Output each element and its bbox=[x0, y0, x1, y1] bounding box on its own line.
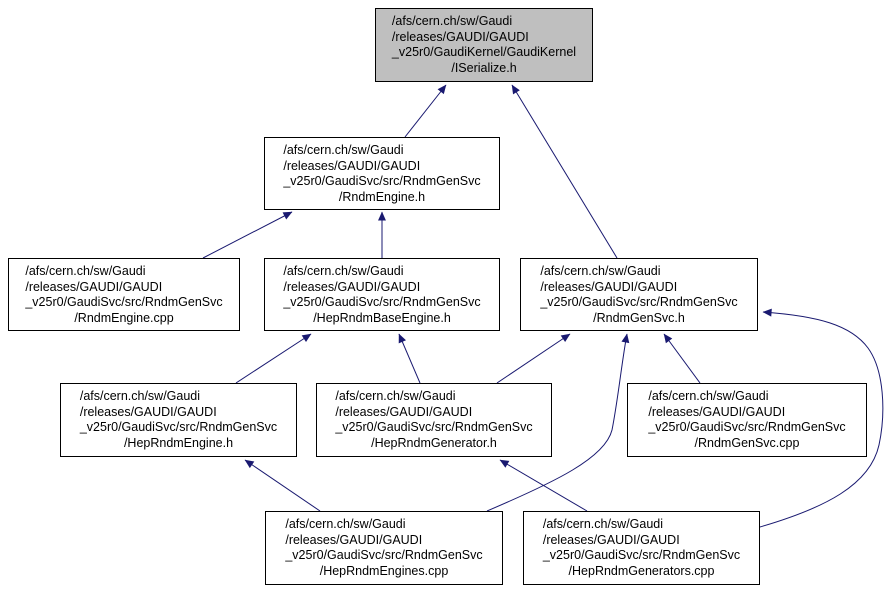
node-line: /releases/GAUDI/GAUDI bbox=[283, 279, 421, 294]
node-line: /releases/GAUDI/GAUDI bbox=[335, 404, 473, 419]
node-line: /HepRndmBaseEngine.h bbox=[313, 310, 451, 325]
node-label: /afs/cern.ch/sw/Gaudi /releases/GAUDI/GA… bbox=[285, 517, 482, 579]
node-label: /afs/cern.ch/sw/Gaudi /releases/GAUDI/GA… bbox=[80, 389, 277, 451]
node-line: _v25r0/GaudiSvc/src/RndmGenSvc bbox=[25, 295, 223, 309]
node-rndmengine-cpp[interactable]: /afs/cern.ch/sw/Gaudi /releases/GAUDI/GA… bbox=[8, 258, 240, 331]
edge-heprndmengines_cpp-to-heprndmengine_h bbox=[244, 459, 321, 512]
edge-rndmgensvc_h-to-iserialize_h bbox=[511, 84, 618, 259]
edge-heprndmgenerator_h-to-rndmgensvc_h bbox=[496, 333, 571, 384]
node-line: /afs/cern.ch/sw/Gaudi bbox=[542, 517, 664, 531]
node-label: /afs/cern.ch/sw/Gaudi /releases/GAUDI/GA… bbox=[648, 389, 845, 451]
node-line: /releases/GAUDI/GAUDI bbox=[79, 404, 217, 419]
node-line: _v25r0/GaudiSvc/src/RndmGenSvc bbox=[79, 420, 278, 434]
edge-heprndmengine_h-to-heprndmbaseengine_h bbox=[235, 333, 312, 384]
node-line: /afs/cern.ch/sw/Gaudi bbox=[79, 389, 201, 403]
node-label: /afs/cern.ch/sw/Gaudi /releases/GAUDI/GA… bbox=[335, 389, 532, 451]
node-line: _v25r0/GaudiSvc/src/RndmGenSvc bbox=[283, 295, 481, 309]
node-line: /releases/GAUDI/GAUDI bbox=[283, 158, 421, 173]
node-line: /releases/GAUDI/GAUDI bbox=[391, 29, 529, 44]
node-line: /releases/GAUDI/GAUDI bbox=[542, 532, 680, 547]
node-line: /afs/cern.ch/sw/Gaudi bbox=[391, 14, 513, 28]
node-line: /RndmEngine.cpp bbox=[74, 310, 174, 325]
node-heprndmbaseengine-h[interactable]: /afs/cern.ch/sw/Gaudi /releases/GAUDI/GA… bbox=[264, 258, 500, 331]
node-line: /HepRndmGenerator.h bbox=[371, 435, 497, 450]
node-line: _v25r0/GaudiSvc/src/RndmGenSvc bbox=[335, 420, 533, 434]
node-rndmgensvc-h[interactable]: /afs/cern.ch/sw/Gaudi /releases/GAUDI/GA… bbox=[520, 258, 758, 331]
node-line: /HepRndmEngine.h bbox=[123, 435, 234, 450]
node-line: _v25r0/GaudiSvc/src/RndmGenSvc bbox=[283, 174, 481, 188]
node-line: /afs/cern.ch/sw/Gaudi bbox=[540, 264, 661, 278]
node-line: _v25r0/GaudiSvc/src/RndmGenSvc bbox=[542, 548, 741, 562]
node-line: _v25r0/GaudiKernel/GaudiKernel bbox=[391, 45, 577, 59]
node-line: _v25r0/GaudiSvc/src/RndmGenSvc bbox=[540, 295, 738, 309]
edge-heprndmgenerators_cpp-to-heprndmgenerator_h bbox=[499, 459, 588, 512]
node-line: /releases/GAUDI/GAUDI bbox=[540, 279, 678, 294]
node-label: /afs/cern.ch/sw/Gaudi /releases/GAUDI/GA… bbox=[25, 264, 222, 326]
node-heprndmengine-h[interactable]: /afs/cern.ch/sw/Gaudi /releases/GAUDI/GA… bbox=[60, 383, 297, 457]
node-line: /HepRndmGenerators.cpp bbox=[568, 563, 715, 578]
node-label: /afs/cern.ch/sw/Gaudi /releases/GAUDI/GA… bbox=[540, 264, 737, 326]
node-line: _v25r0/GaudiSvc/src/RndmGenSvc bbox=[285, 548, 483, 562]
edge-heprndmengines_cpp-to-rndmgensvc_h bbox=[486, 333, 630, 512]
node-line: /afs/cern.ch/sw/Gaudi bbox=[283, 264, 404, 278]
node-line: /afs/cern.ch/sw/Gaudi bbox=[335, 389, 456, 403]
edge-heprndmgenerators_cpp-to-rndmgensvc_h bbox=[759, 308, 884, 528]
node-line: /RndmGenSvc.cpp bbox=[694, 435, 800, 450]
node-line: /afs/cern.ch/sw/Gaudi bbox=[648, 389, 769, 403]
node-heprndmengines-cpp[interactable]: /afs/cern.ch/sw/Gaudi /releases/GAUDI/GA… bbox=[265, 511, 503, 585]
node-line: /afs/cern.ch/sw/Gaudi bbox=[283, 143, 404, 157]
node-rndmengine-h[interactable]: /afs/cern.ch/sw/Gaudi /releases/GAUDI/GA… bbox=[264, 137, 500, 210]
node-iserialize-h: /afs/cern.ch/sw/Gaudi /releases/GAUDI/GA… bbox=[375, 8, 593, 82]
edge-rndmengine_cpp-to-rndmengine_h bbox=[202, 211, 293, 259]
node-line: /RndmGenSvc.h bbox=[593, 310, 685, 325]
node-label: /afs/cern.ch/sw/Gaudi /releases/GAUDI/GA… bbox=[543, 517, 740, 579]
node-label: /afs/cern.ch/sw/Gaudi /releases/GAUDI/GA… bbox=[392, 14, 576, 76]
node-line: /afs/cern.ch/sw/Gaudi bbox=[285, 517, 406, 531]
node-line: /ISerialize.h bbox=[451, 60, 517, 75]
node-line: /RndmEngine.h bbox=[338, 189, 426, 204]
node-line: /releases/GAUDI/GAUDI bbox=[285, 532, 423, 547]
node-label: /afs/cern.ch/sw/Gaudi /releases/GAUDI/GA… bbox=[283, 143, 480, 205]
node-line: /HepRndmEngines.cpp bbox=[319, 563, 449, 578]
edge-rndmgensvc_cpp-to-rndmgensvc_h bbox=[663, 333, 701, 384]
edge-heprndmgenerator_h-to-heprndmbaseengine_h bbox=[398, 333, 421, 384]
node-line: _v25r0/GaudiSvc/src/RndmGenSvc bbox=[648, 420, 846, 434]
edge-rndmengine_h-to-iserialize_h bbox=[404, 84, 447, 138]
node-line: /releases/GAUDI/GAUDI bbox=[25, 279, 163, 294]
node-label: /afs/cern.ch/sw/Gaudi /releases/GAUDI/GA… bbox=[283, 264, 480, 326]
node-heprndmgenerator-h[interactable]: /afs/cern.ch/sw/Gaudi /releases/GAUDI/GA… bbox=[316, 383, 552, 457]
node-line: /releases/GAUDI/GAUDI bbox=[648, 404, 786, 419]
node-rndmgensvc-cpp[interactable]: /afs/cern.ch/sw/Gaudi /releases/GAUDI/GA… bbox=[627, 383, 867, 457]
node-line: /afs/cern.ch/sw/Gaudi bbox=[25, 264, 146, 278]
node-heprndmgenerators-cpp[interactable]: /afs/cern.ch/sw/Gaudi /releases/GAUDI/GA… bbox=[523, 511, 760, 585]
